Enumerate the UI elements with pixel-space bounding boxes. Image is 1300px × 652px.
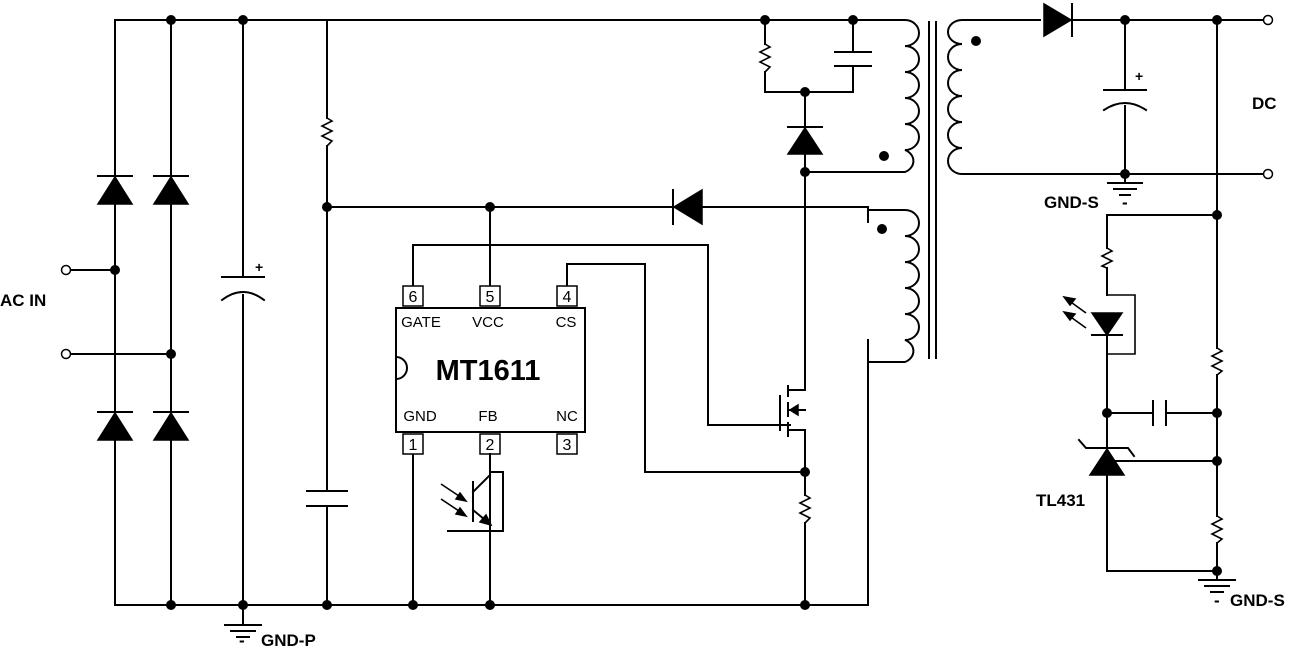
ic-pin-1-number: 1: [409, 437, 418, 454]
winding-polarity-dot: [879, 151, 889, 161]
winding-polarity-dot: [877, 224, 887, 234]
ic-pin-3-name: NC: [556, 408, 578, 425]
ground-secondary-bottom-symbol: [1198, 579, 1236, 593]
startup-resistor: [320, 117, 334, 147]
divider-bottom-resistor: [1210, 515, 1224, 544]
output-rectifier-diode: [1043, 2, 1073, 38]
output-cap-plus: +: [1135, 68, 1143, 84]
ground-secondary-top-symbol: [1107, 182, 1143, 196]
tl431-shunt-regulator: [1077, 438, 1136, 476]
bridge-diode-d1: [96, 175, 134, 205]
ac-in-label: AC IN: [0, 291, 46, 310]
power-mosfet: [779, 385, 806, 437]
gnd-p-label: GND-P: [261, 631, 316, 650]
optocoupler-transistor: [440, 453, 504, 532]
snubber-capacitor: [834, 51, 872, 67]
ic-name: MT1611: [436, 355, 541, 387]
junction-dots: [110, 15, 1222, 610]
bulk-capacitor: [220, 276, 266, 302]
transformer-secondary-winding: [947, 19, 1126, 175]
ic-pin-box: [556, 285, 578, 307]
ac-in-terminal: [60, 348, 72, 360]
divider-top-resistor: [1210, 347, 1224, 376]
snubber-resistor: [758, 43, 772, 73]
ac-in-terminal: [60, 264, 72, 276]
vcc-capacitor: [306, 490, 348, 507]
ic-pin-1-name: GND: [403, 408, 437, 425]
transformer-core: [928, 21, 937, 359]
ic-pin-5-name: VCC: [472, 314, 504, 331]
primary-wiring: [69, 19, 869, 606]
bulk-cap-plus: +: [255, 259, 263, 275]
ic-pin-box: [556, 433, 578, 455]
ic-pin-6-name: GATE: [401, 314, 441, 331]
snubber-diode: [786, 126, 824, 155]
transformer-aux-winding: [867, 209, 920, 363]
ic-pin-5-number: 5: [486, 289, 495, 306]
gnd-s-bottom-label: GND-S: [1230, 591, 1285, 610]
ground-primary-symbol: [224, 604, 262, 638]
gnd-s-top-minus: -: [1122, 193, 1128, 212]
output-capacitor: [1102, 89, 1148, 112]
winding-polarity-dot: [971, 36, 981, 46]
compensation-capacitor: [1152, 400, 1167, 426]
current-sense-resistor: [798, 494, 812, 524]
ic-pin-2-number: 2: [486, 437, 495, 454]
ic-pin-4-number: 4: [563, 289, 572, 306]
bridge-diode-d2: [152, 175, 190, 205]
ic-pin-3-number: 3: [563, 437, 572, 454]
dc-label: DC: [1252, 94, 1277, 113]
dc-out-terminal: [1262, 14, 1274, 26]
ic-pin-2-name: FB: [478, 408, 497, 425]
ic-pin-box: [402, 433, 424, 455]
dc-out-terminal: [1262, 168, 1274, 180]
bridge-diode-d3: [96, 411, 134, 441]
led-series-resistor: [1100, 247, 1114, 269]
gnd-s-top-label: GND-S: [1044, 193, 1099, 212]
controller-ic: MT1611 6 5 4 GATE VCC CS 1 2 3 GND FB NC: [394, 285, 586, 455]
ic-pin-6-number: 6: [409, 289, 418, 306]
transformer-primary-winding: [867, 19, 920, 173]
gnd-p-minus: -: [239, 631, 245, 650]
optocoupler-led: [1062, 294, 1136, 355]
aux-rectifier-diode: [672, 188, 703, 226]
gnd-s-bottom-minus: -: [1214, 591, 1220, 610]
ic-pin-4-name: CS: [556, 314, 577, 331]
tl431-label: TL431: [1036, 491, 1085, 510]
ic-pin-box: [479, 285, 501, 307]
ic-pin-box: [402, 285, 424, 307]
bridge-diode-d4: [152, 411, 190, 441]
